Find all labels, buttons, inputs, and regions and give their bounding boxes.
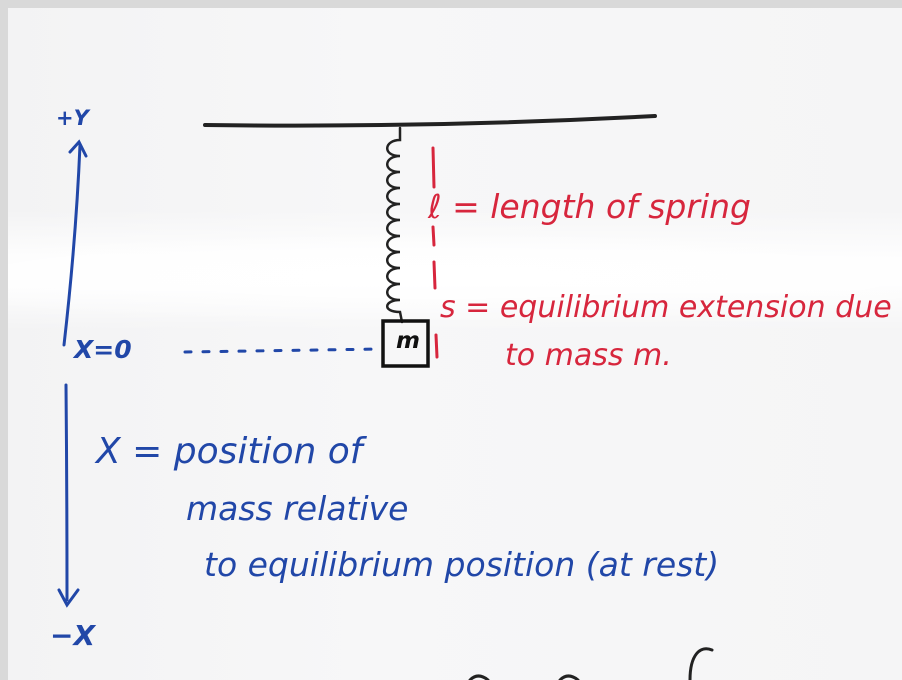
mass-box	[381, 319, 430, 368]
partial-writing	[468, 647, 714, 680]
spring-coil	[386, 126, 404, 324]
mass-label: m	[396, 328, 420, 354]
extension-note-line2: to mass m.	[505, 338, 672, 373]
spring-length-note: ℓ = length of spring	[428, 187, 751, 226]
whiteboard	[8, 8, 902, 680]
length-markers	[431, 146, 439, 359]
x-definition-line3: to equilibrium position (at rest)	[204, 545, 720, 584]
axis-top-label: +Y	[56, 106, 89, 130]
ceiling-line	[203, 114, 657, 128]
x-definition-line2: mass relative	[186, 489, 409, 528]
x-definition-line1: X = position of	[96, 431, 363, 472]
extension-note-line1: s = equilibrium extension due	[440, 290, 892, 325]
vertical-axis	[57, 139, 88, 608]
axis-zero-label: X=0	[74, 335, 132, 364]
axis-bottom-label: −X	[50, 619, 96, 652]
equilibrium-dotted-line	[183, 347, 384, 354]
